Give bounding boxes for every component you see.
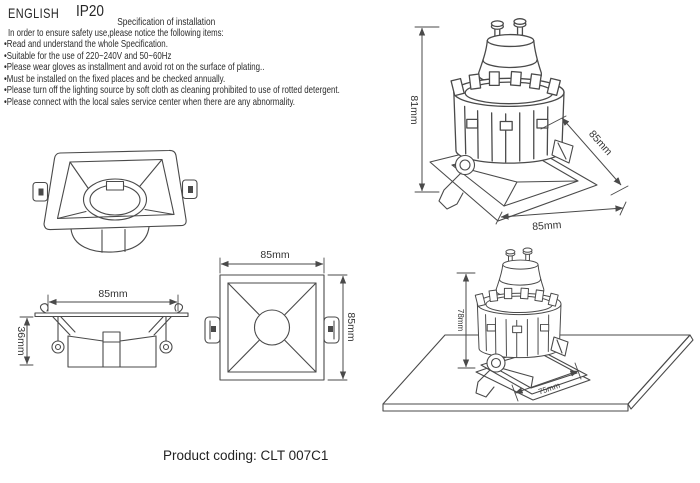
dim-label-side-height: 36mm [15, 326, 27, 355]
dimension-height: 81mm [408, 26, 440, 193]
gu10-lamp-and-heatsink [450, 18, 565, 164]
language-label: ENGLISH [8, 5, 60, 21]
spring-clip [438, 154, 476, 210]
dimension-width: 85mm [495, 201, 627, 233]
instruction-item: •Read and understand the whole Specifica… [4, 39, 168, 50]
spring-clip [550, 336, 569, 357]
fixture-cross-section [34, 303, 189, 368]
front-view-drawing: 85mm 85mm [204, 249, 357, 381]
trim-perspective-drawing [32, 149, 198, 253]
dim-label-iso-depth: 85mm [586, 128, 614, 158]
installation-drawing: 78mm 75mm [382, 247, 694, 412]
spring-clip [475, 353, 506, 398]
mounting-tab [204, 316, 221, 344]
instruction-item: •Please turn off the lighting source by … [4, 85, 340, 97]
product-coding: Product coding: CLT 007C1 [163, 448, 329, 463]
dim-label-iso-height: 81mm [408, 95, 420, 124]
mounting-tab [323, 316, 340, 344]
gu10-lamp-and-heatsink [474, 247, 562, 359]
dim-label-side-width: 85mm [98, 288, 127, 300]
instruction-item: •Please connect with the local sales ser… [4, 96, 296, 108]
spec-intro: In order to ensure safety use,please not… [8, 28, 224, 39]
dimension-height: 36mm [15, 316, 34, 366]
fixture-front-face [219, 274, 325, 381]
dim-label-front-height: 85mm [345, 312, 357, 341]
dim-label-protrusion: 78mm [456, 309, 465, 332]
instruction-item: •Must be installed on the fixed places a… [4, 73, 226, 85]
side-view-drawing: 85mm 36mm [15, 288, 189, 368]
mounting-tab [32, 181, 49, 202]
instruction-list: •Read and understand the whole Specifica… [4, 39, 446, 109]
dimension-width: 85mm [47, 288, 179, 312]
lamp-holder-ring [82, 178, 148, 221]
ip-rating-label: IP20 [76, 3, 104, 20]
dim-label-front-width: 85mm [260, 249, 289, 261]
dimension-height: 85mm [327, 274, 357, 381]
dimension-width: 85mm [219, 249, 325, 274]
spring-clip [551, 139, 574, 164]
dim-label-iso-width: 85mm [532, 219, 562, 233]
instruction-item: •Please wear gloves as installment and a… [4, 62, 265, 74]
dimension-protrusion: 78mm [456, 272, 476, 369]
fixture-isometric-drawing: 81mm 85mm 85mm [408, 18, 629, 233]
spec-title: Specification of installation [117, 17, 215, 28]
instruction-item: •Suitable for the use of 220~240V and 50… [4, 50, 172, 62]
mounting-tab [181, 179, 198, 200]
